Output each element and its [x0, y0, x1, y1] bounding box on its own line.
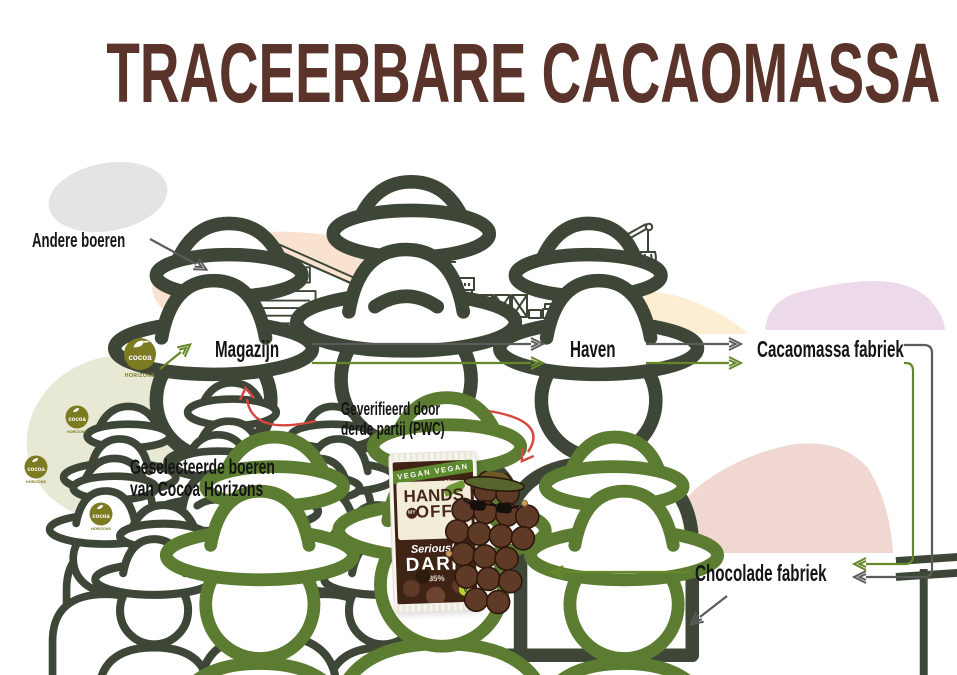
label-verificatie-line2: derde partij (PWC) [341, 418, 445, 439]
cacao-factory-illustration [894, 162, 957, 675]
arrow-farmers-to-magazijn [159, 343, 193, 370]
svg-text:HORIZONS: HORIZONS [67, 430, 88, 434]
cocoa-horizons-badge: cocoa HORIZONS [65, 405, 89, 434]
svg-text:HORIZONS: HORIZONS [26, 480, 47, 484]
flow-arrows [149, 238, 934, 626]
label-magazijn: Magazijn [215, 336, 280, 362]
arrow-cacao-to-chocolate-green [851, 361, 915, 571]
character-hat-icon [463, 469, 526, 492]
svg-text:HORIZONS: HORIZONS [125, 373, 156, 379]
label-chocolade-fabriek: Chocolade fabriek [695, 560, 827, 586]
pretzel-bit [445, 550, 453, 558]
rose-blob-chocolate-factory [668, 443, 893, 553]
label-haven: Haven [570, 336, 616, 362]
svg-text:cocoa: cocoa [128, 353, 152, 362]
arrow-verify-to-magazijn [247, 399, 317, 427]
arrow-verify-to-product [488, 409, 535, 452]
label-geselecteerde-line2: van Cocoa Horizons [130, 478, 264, 501]
svg-text:cocoa: cocoa [27, 467, 45, 473]
label-geselecteerde-line1: Geselecteerde boeren [130, 456, 275, 479]
cocoa-horizons-badges: cocoa HORIZONS cocoa HORIZONS cocoa HORI… [24, 338, 156, 531]
label-andere-boeren: Andere boeren [32, 230, 126, 252]
sunglasses-icon [463, 498, 520, 514]
cocoa-horizons-badge: cocoa HORIZONS [89, 502, 113, 531]
header: TRACEERBARE CACAOMASSA ROUTE [0, 24, 957, 120]
pretzel-bit [521, 499, 528, 507]
gray-blob [48, 161, 168, 233]
cocoa-horizons-badge: cocoa HORIZONS [24, 455, 48, 484]
label-verificatie-line1: Geverifieerd door [341, 399, 441, 419]
svg-text:cocoa: cocoa [92, 514, 110, 520]
arrow-cacao-to-chocolate-gray [851, 343, 934, 584]
label-verificatie: Geverifieerd door derde partij (PWC) [341, 399, 445, 439]
pink-blob-cacao-factory [765, 280, 945, 330]
arrow-chocolate-down-left [688, 595, 728, 626]
chocolate-bar-unwrapped [444, 469, 540, 615]
label-cacaomassa-fabriek: Cacaomassa fabriek [757, 336, 904, 362]
svg-text:cocoa: cocoa [68, 417, 86, 423]
cocoa-horizons-badge: cocoa HORIZONS [124, 338, 156, 379]
svg-text:HORIZONS: HORIZONS [91, 527, 112, 531]
arrow-andere-boeren-to-magazijn [149, 238, 209, 271]
label-geselecteerde-boeren: Geselecteerde boeren van Cocoa Horizons [130, 457, 275, 501]
page-title: TRACEERBARE CACAOMASSA ROUTE [106, 25, 957, 121]
